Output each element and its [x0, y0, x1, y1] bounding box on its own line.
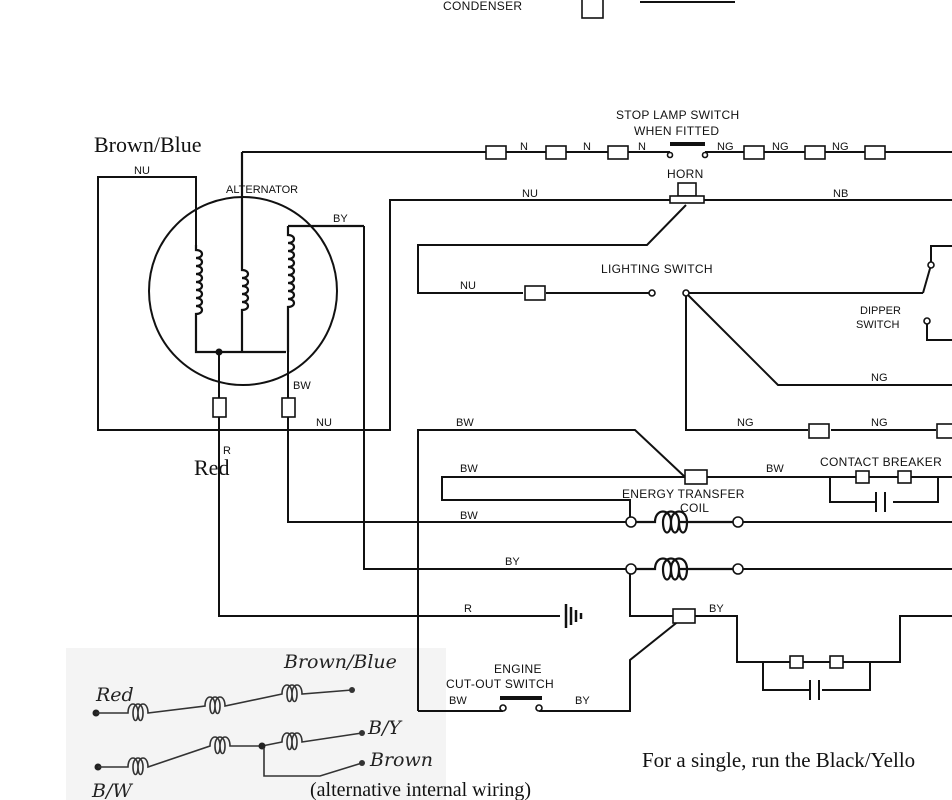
- wire-code: NU: [316, 417, 332, 429]
- wire-code: BW: [460, 510, 478, 522]
- lighting-switch-label: LIGHTING SWITCH: [601, 262, 713, 276]
- brown-blue-annotation: Brown/Blue: [94, 132, 202, 157]
- wire-code: BY: [333, 213, 348, 225]
- wire-code: NG: [832, 141, 849, 153]
- stop-lamp-switch-label-1: STOP LAMP SWITCH: [616, 108, 740, 122]
- hand-brown: Brown: [369, 749, 433, 771]
- hand-red: Red: [95, 684, 134, 706]
- hand-brown-blue: Brown/Blue: [283, 651, 397, 673]
- horn: HORN: [667, 167, 705, 204]
- wire-code: R: [464, 603, 472, 615]
- handwritten-area: [66, 648, 446, 800]
- wire-code: NG: [737, 417, 754, 429]
- engine-cutout-switch: ENGINE CUT-OUT SWITCH: [446, 662, 554, 712]
- condenser-label: CONDENSER: [443, 0, 522, 13]
- alternator-coil-left: [194, 245, 286, 354]
- wire-code: NG: [772, 141, 789, 153]
- contact-breaker-label: CONTACT BREAKER: [820, 455, 942, 469]
- wire-code-labels: N N N NG NG NG NU NU NB BY NU NG BW NU B…: [134, 141, 888, 707]
- wire-code: NG: [871, 372, 888, 384]
- wire-code: BW: [449, 695, 467, 707]
- single-note: For a single, run the Black/Yello: [642, 748, 915, 772]
- condenser: CONDENSER: [443, 0, 735, 19]
- dipper-switch: DIPPER SWITCH: [856, 261, 935, 331]
- stop-lamp-switch: STOP LAMP SWITCH WHEN FITTED: [616, 108, 740, 159]
- wire-code: NU: [134, 165, 150, 177]
- wire-code: N: [520, 141, 528, 153]
- wire-code: BW: [293, 380, 311, 392]
- wire-code: BY: [505, 556, 520, 568]
- red-annotation: Red: [194, 455, 229, 480]
- lighting-switch: LIGHTING SWITCH: [601, 262, 713, 297]
- engine-cutout-label-2: CUT-OUT SWITCH: [446, 677, 554, 691]
- wire-code: NU: [522, 188, 538, 200]
- wire-code: NG: [871, 417, 888, 429]
- wire-code: NB: [833, 188, 848, 200]
- dipper-switch-label-2: SWITCH: [856, 319, 899, 331]
- wire-code: BW: [456, 417, 474, 429]
- alternator-coil-right: [286, 224, 364, 352]
- wire-code: NU: [460, 280, 476, 292]
- wire-code: BY: [709, 603, 724, 615]
- wire-code: BW: [766, 463, 784, 475]
- wire-code: NG: [717, 141, 734, 153]
- wire-code: N: [583, 141, 591, 153]
- handwritten-sketch: Red Brown/Blue B/Y Brown B/W: [91, 651, 433, 800]
- wire-code: N: [638, 141, 646, 153]
- alternator: ALTERNATOR: [148, 152, 364, 418]
- etc-label-2: COIL: [680, 501, 709, 515]
- hand-bw: B/W: [91, 780, 133, 800]
- etc-label-1: ENERGY TRANSFER: [622, 487, 745, 501]
- wire-code: R: [223, 445, 231, 457]
- earth-icon: [564, 604, 583, 628]
- alternator-label: ALTERNATOR: [226, 184, 298, 196]
- wire-code: BY: [575, 695, 590, 707]
- wires: [97, 151, 952, 712]
- dipper-switch-label-1: DIPPER: [860, 305, 901, 317]
- stop-lamp-switch-label-2: WHEN FITTED: [634, 124, 719, 138]
- energy-transfer-coil: ENERGY TRANSFER COIL: [622, 487, 745, 581]
- alt-wiring-caption: (alternative internal wiring): [310, 779, 531, 800]
- engine-cutout-label-1: ENGINE: [494, 662, 542, 676]
- hand-by: B/Y: [367, 717, 403, 739]
- connectors: [485, 145, 952, 669]
- wire-code: BW: [460, 463, 478, 475]
- alternator-coil-middle: [240, 152, 250, 352]
- horn-label: HORN: [667, 167, 704, 181]
